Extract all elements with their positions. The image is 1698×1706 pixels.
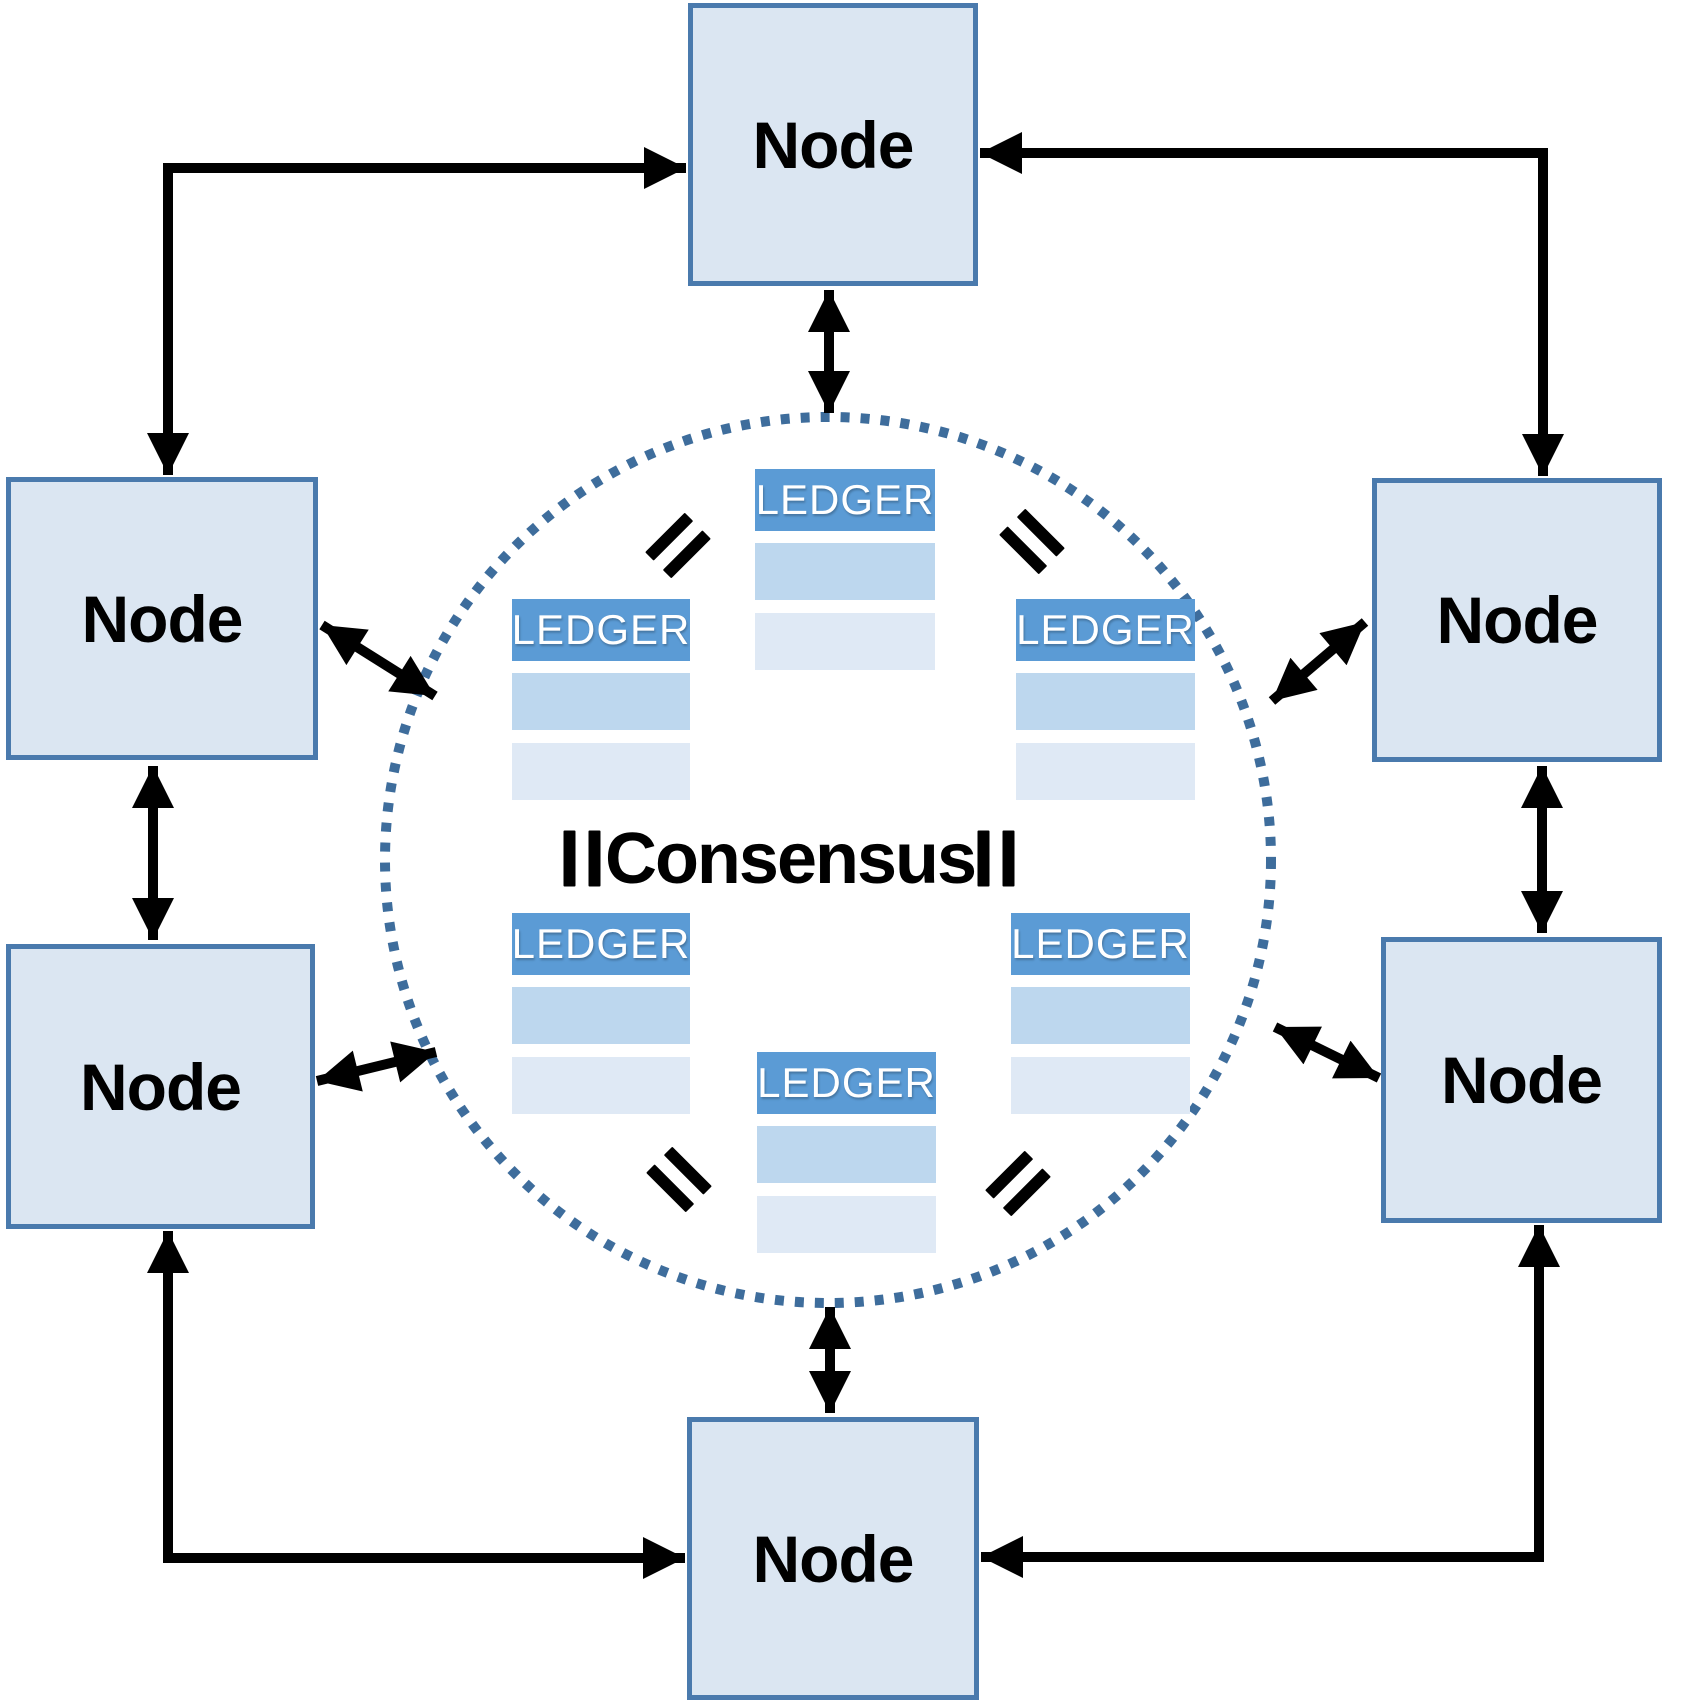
node-box-bottom: Node <box>687 1417 979 1700</box>
node-box-right-upper: Node <box>1372 478 1662 762</box>
ledger-row <box>1016 743 1195 800</box>
arrow-bottom-right-corner <box>981 1225 1560 1578</box>
node-box-left-lower: Node <box>6 944 315 1229</box>
ledger-left: LEDGER <box>512 599 690 800</box>
node-label: Node <box>1436 583 1599 657</box>
ledger-title: LEDGER <box>757 1052 936 1114</box>
consensus-dotted-circle <box>380 412 1276 1308</box>
node-label: Node <box>80 1049 242 1124</box>
ledger-row <box>755 543 935 600</box>
node-label: Node <box>752 1521 915 1596</box>
arrow-right-lower-circle <box>1272 1022 1382 1083</box>
arrow-left-lower-circle <box>315 1041 438 1092</box>
ledger-row <box>1016 673 1195 730</box>
node-box-top: Node <box>688 3 978 286</box>
node-label: Node <box>752 107 915 182</box>
arrow-bottom-left-corner <box>147 1231 685 1579</box>
arrow-top-right-corner <box>980 132 1564 476</box>
ledger-title: LEDGER <box>755 469 935 531</box>
ledger-row <box>757 1126 936 1183</box>
equals-icon <box>978 831 1015 887</box>
ledger-lower-left: LEDGER <box>512 913 690 1114</box>
ledger-lower-right: LEDGER <box>1011 913 1190 1114</box>
arrow-top-left-corner <box>147 147 686 475</box>
ledger-row <box>1011 1057 1190 1114</box>
node-box-left-upper: Node <box>6 477 318 760</box>
ledger-bottom: LEDGER <box>757 1052 936 1253</box>
ledger-row <box>757 1196 936 1253</box>
ledger-title: LEDGER <box>512 913 690 975</box>
node-label: Node <box>81 581 244 656</box>
equals-icon <box>564 831 601 887</box>
ledger-row <box>512 987 690 1044</box>
node-box-right-lower: Node <box>1381 937 1662 1223</box>
ledger-row <box>512 1057 690 1114</box>
ledger-row <box>512 673 690 730</box>
ledger-title: LEDGER <box>512 599 690 661</box>
ledger-row <box>1011 987 1190 1044</box>
ledger-title: LEDGER <box>1011 913 1190 975</box>
ledger-top: LEDGER <box>755 469 935 670</box>
node-label: Node <box>1441 1043 1603 1117</box>
ledger-title: LEDGER <box>1016 599 1195 661</box>
ledger-row <box>755 613 935 670</box>
consensus-label: Consensus <box>604 819 977 899</box>
ledger-row <box>512 743 690 800</box>
arrow-right-upper-circle <box>1268 618 1369 705</box>
arrow-left-upper-circle <box>319 620 438 701</box>
ledger-right: LEDGER <box>1016 599 1195 800</box>
